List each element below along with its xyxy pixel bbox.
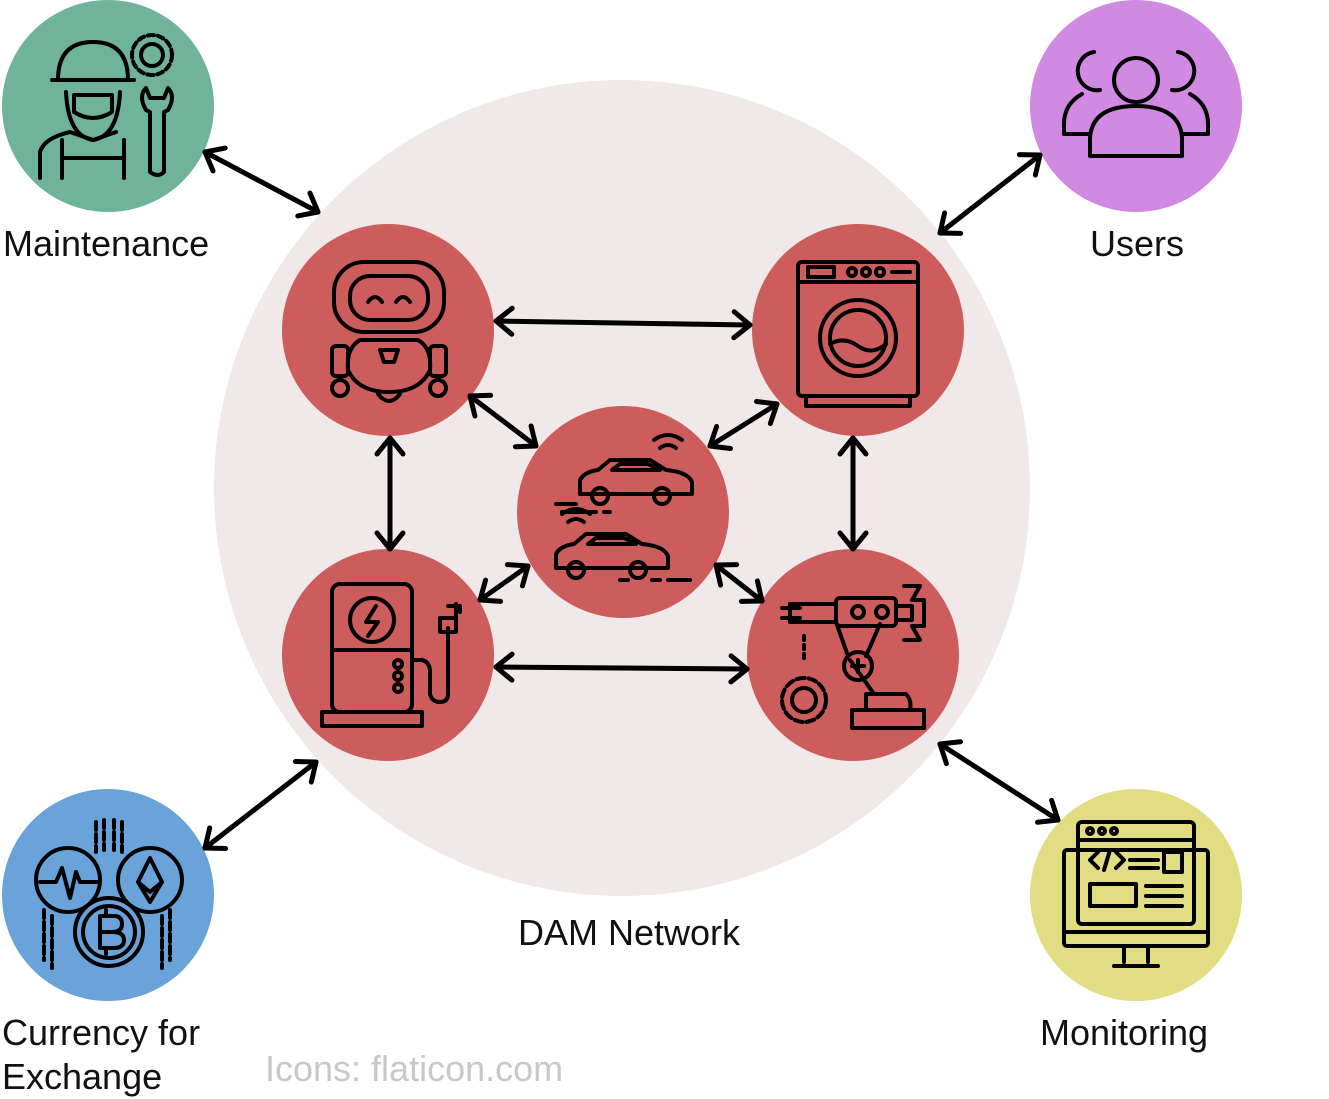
currency-node[interactable] bbox=[2, 789, 214, 1001]
users-label: Users bbox=[1090, 223, 1185, 264]
connected-cars-icon bbox=[554, 433, 694, 582]
monitoring-label: Monitoring bbox=[1040, 1012, 1209, 1053]
arrow-washer-vehicles bbox=[707, 398, 780, 452]
arrow-monitoring-arm bbox=[937, 739, 1061, 825]
currency-label-line1: Currency for bbox=[2, 1012, 201, 1053]
mechanic-icon bbox=[38, 33, 174, 180]
arrow-arm-vehicles bbox=[713, 562, 765, 604]
crypto-coins-icon bbox=[34, 818, 184, 970]
maintenance-node[interactable] bbox=[2, 0, 214, 212]
washing-machine-icon bbox=[796, 260, 920, 408]
arrow-charger-arm bbox=[493, 651, 750, 685]
robot-icon bbox=[330, 260, 448, 403]
arrow-users-washer bbox=[937, 152, 1043, 236]
arrow-robot-washer bbox=[493, 305, 753, 341]
monitor-code-icon bbox=[1062, 820, 1210, 968]
currency-label-line2: Exchange bbox=[2, 1056, 163, 1097]
icon-credit: Icons: flaticon.com bbox=[265, 1048, 564, 1089]
robotic-arm-icon bbox=[780, 584, 926, 730]
vehicles-node[interactable] bbox=[517, 406, 729, 618]
ev-charger-icon bbox=[320, 582, 462, 728]
maintenance-label: Maintenance bbox=[3, 223, 210, 264]
arrow-robot-vehicles bbox=[467, 392, 539, 450]
users-icon bbox=[1062, 50, 1210, 158]
arrow-maintenance-robot bbox=[202, 145, 321, 219]
charging-station-node[interactable] bbox=[282, 549, 494, 761]
network-label: DAM Network bbox=[518, 912, 741, 953]
washing-machine-node[interactable] bbox=[752, 224, 964, 436]
arrow-charger-vehicles bbox=[477, 562, 531, 604]
arrow-currency-charger bbox=[202, 759, 319, 851]
